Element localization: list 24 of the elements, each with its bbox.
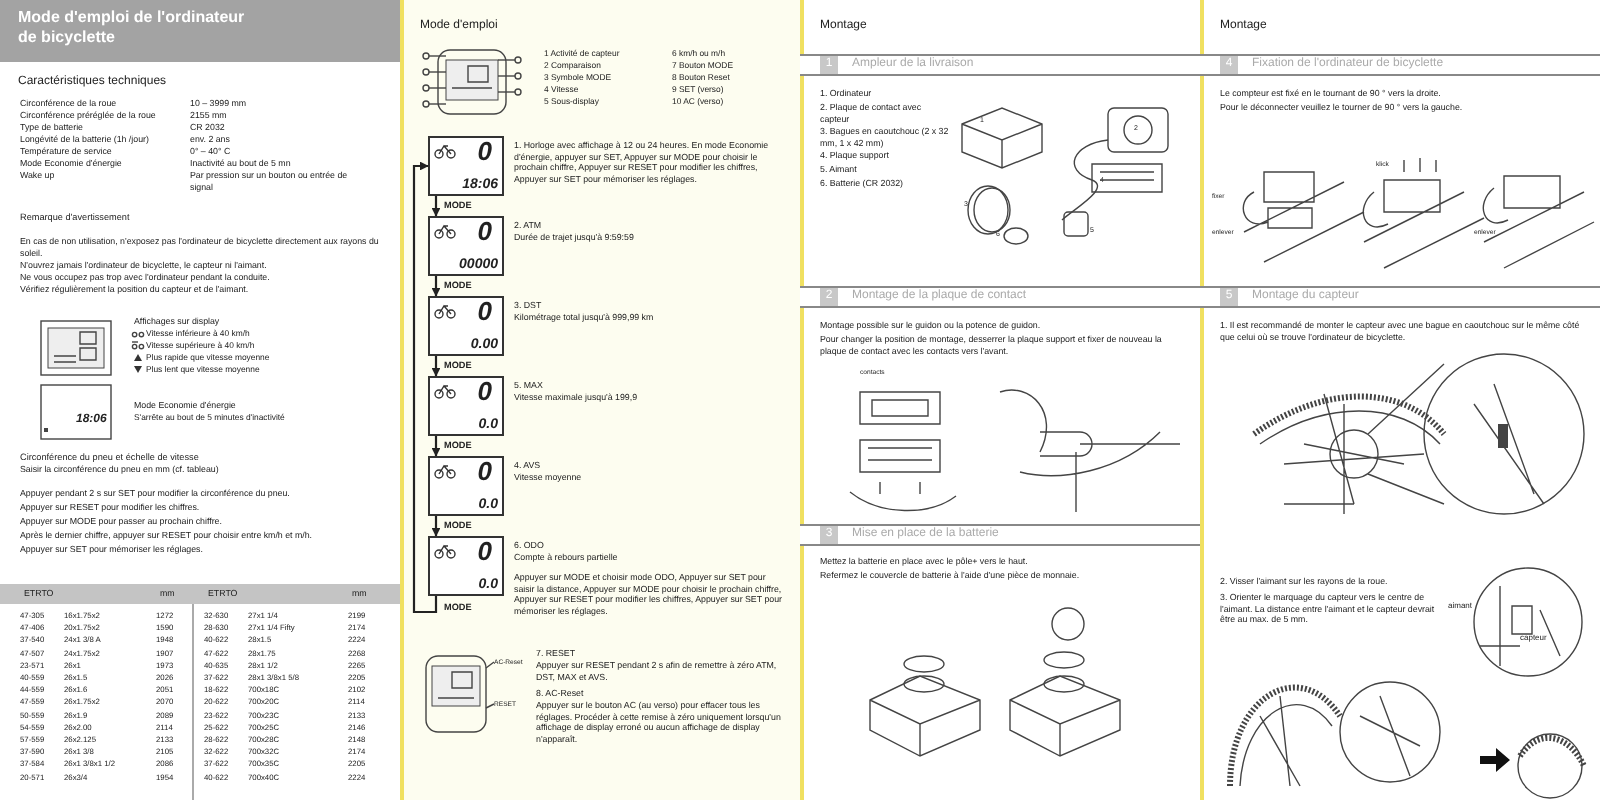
lcd-screen — [428, 136, 504, 196]
lcd-screen — [428, 536, 504, 596]
lcd-screen — [428, 216, 504, 276]
section-header — [800, 54, 1200, 76]
lcd-screen — [428, 296, 504, 356]
section-header — [800, 524, 1200, 546]
section-header — [1200, 286, 1600, 308]
lcd-digit: 0 — [477, 378, 492, 404]
lcd-screen — [428, 456, 504, 516]
page-title: Mode d'emploi de l'ordinateur de bicyclette — [18, 8, 247, 47]
arrow — [431, 276, 441, 297]
arrow — [431, 436, 441, 457]
arrow — [431, 516, 441, 537]
lcd-digit: 0 — [477, 218, 492, 244]
lcd-digit: 0 — [477, 538, 492, 564]
lcd-screen — [428, 376, 504, 436]
section-header — [1200, 54, 1600, 76]
arrow — [431, 196, 441, 217]
lcd-digit: 0 — [477, 298, 492, 324]
lcd-digit: 0 — [477, 138, 492, 164]
arrow — [412, 161, 438, 614]
arrow — [431, 356, 441, 377]
section-header — [800, 286, 1200, 308]
lcd-digit: 0 — [477, 458, 492, 484]
